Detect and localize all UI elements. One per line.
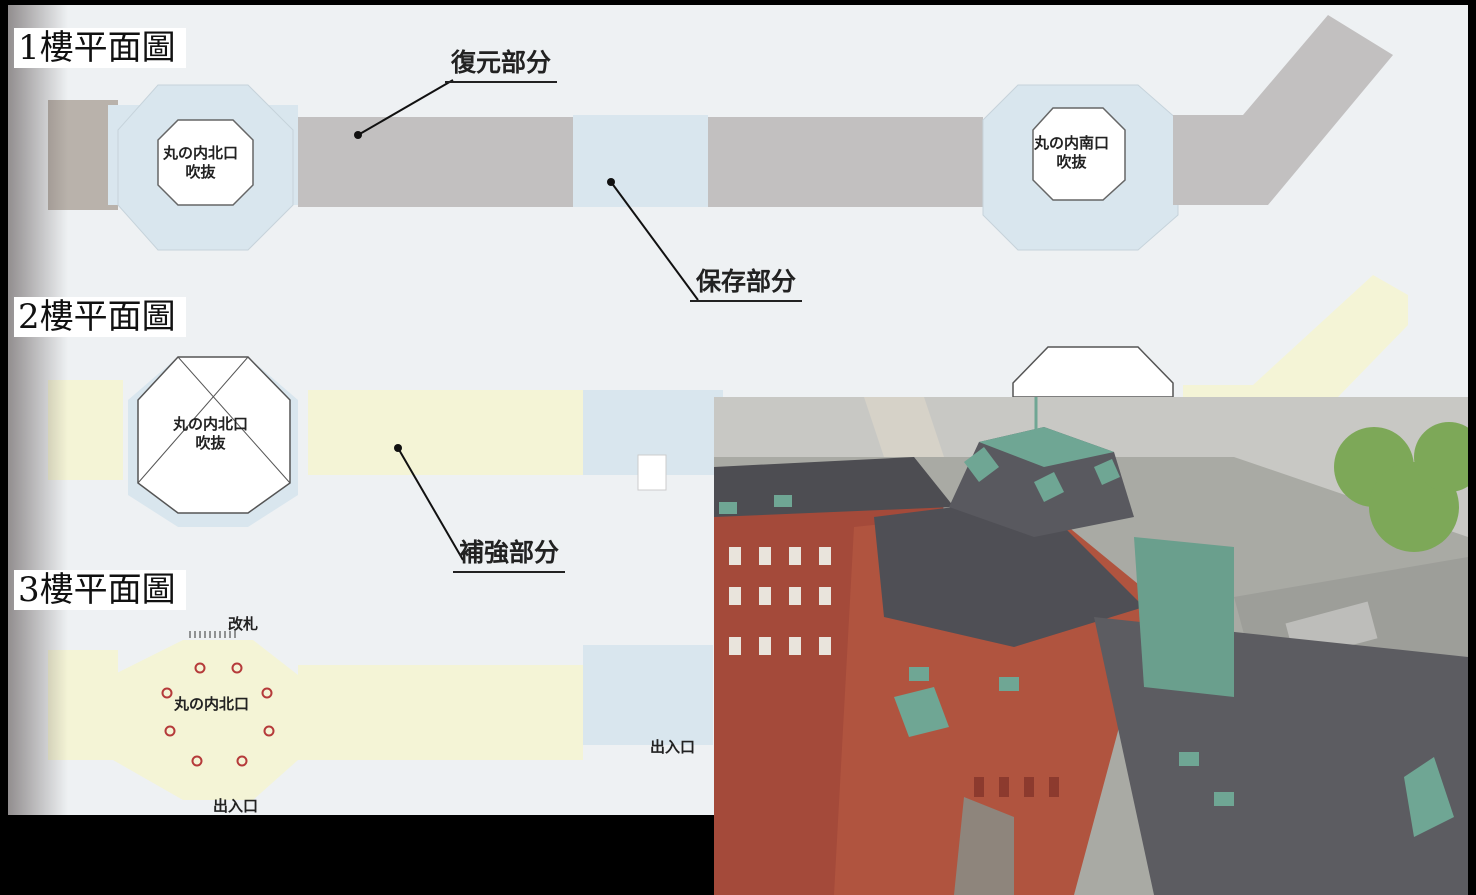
bottom-black-band — [0, 815, 714, 895]
page-fold-shadow — [8, 5, 68, 815]
leader-line-reinforced — [397, 447, 464, 561]
floor1-north-hall-void-label: 吹抜 — [185, 163, 216, 181]
floor2-reinforced-south-wing — [1183, 275, 1408, 397]
leader-dot-restored — [354, 131, 362, 139]
floor2-north-hall-void-label: 吹抜 — [195, 434, 226, 452]
floor3-north-hall-name: 丸の内北口 — [174, 695, 250, 713]
floor2-north-hall-void — [137, 356, 291, 514]
floor1-south-hall-void — [1032, 107, 1126, 201]
floor3-exit-label-right: 出入口 — [650, 738, 696, 756]
floor2-title: 2樓平面圖 — [14, 297, 186, 337]
floor1-south-hall-label: 丸の内南口 吹抜 — [1034, 134, 1109, 172]
floor1-plan — [48, 15, 1393, 301]
floor1-preserved-center — [573, 115, 708, 207]
floor3-corridor-center — [583, 645, 713, 745]
floor1-north-hall-label: 丸の内北口 吹抜 — [163, 144, 238, 182]
floor3-plan — [48, 631, 713, 800]
floor2-void-diagonal-b — [137, 356, 249, 484]
station-model-illustration — [714, 397, 1468, 895]
floor2-north-hall-name: 丸の内北口 — [173, 415, 249, 433]
floor1-restored-east — [708, 117, 983, 207]
floor1-north-hall-void — [157, 119, 254, 206]
floor1-title: 1樓平面圖 — [14, 28, 186, 68]
callout-restored: 復元部分 — [445, 43, 558, 83]
floor1-south-hall-name: 丸の内南口 — [1034, 134, 1110, 152]
floor3-north-hall — [113, 640, 298, 800]
floor3-title: 3樓平面圖 — [14, 570, 186, 610]
floor2-reinforced-west — [308, 390, 583, 475]
leader-line-preserved — [610, 181, 699, 301]
floor3-gate-label: 改札 — [228, 615, 259, 633]
floor3-corridor-west — [298, 665, 583, 760]
floor3-gate-ticks — [189, 631, 236, 638]
floor3-north-hall-label: 丸の内北口 — [174, 695, 249, 714]
floor1-restored-south-wing — [1173, 15, 1393, 205]
floor3-exit-label-left: 出入口 — [213, 797, 259, 815]
floor2-stair — [637, 454, 667, 491]
callout-reinforced: 補強部分 — [453, 533, 566, 573]
leader-line-restored — [357, 79, 454, 136]
floor2-void-diagonal-a — [177, 356, 291, 484]
station-model-photo — [714, 397, 1468, 895]
floor1-north-hall-name: 丸の内北口 — [163, 144, 239, 162]
floor1-south-hall-void-label: 吹抜 — [1056, 153, 1087, 171]
floor-plan-drawing — [48, 15, 1408, 800]
leader-dot-reinforced — [394, 444, 402, 452]
floor2-south-hall-void — [1012, 346, 1174, 398]
floor2-plan — [48, 275, 1408, 561]
floor2-north-hall-label: 丸の内北口 吹抜 — [173, 415, 248, 453]
callout-preserved: 保存部分 — [690, 262, 803, 302]
floor3-column-markers — [161, 662, 275, 767]
leader-dot-preserved — [607, 178, 615, 186]
floor1-restored-west — [298, 117, 573, 207]
